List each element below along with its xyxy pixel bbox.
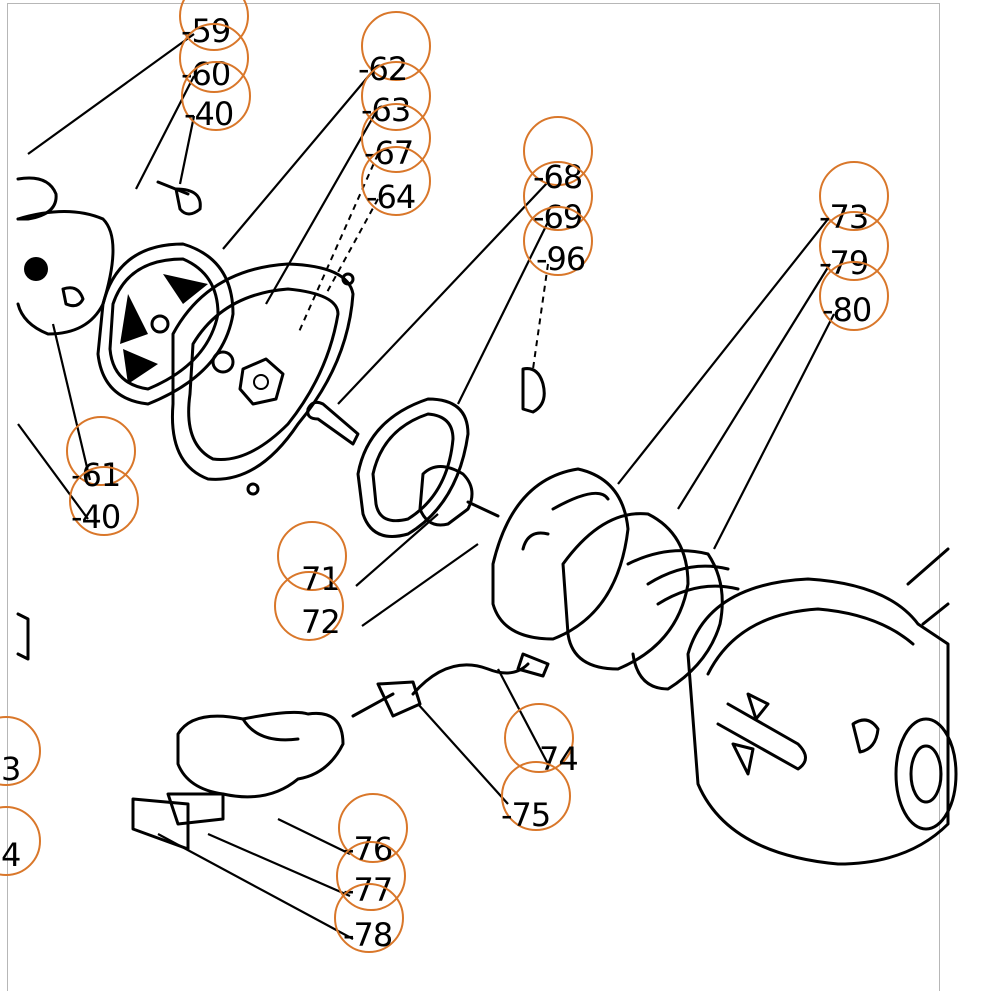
callout-marker-64[interactable]: [361, 146, 431, 216]
leader-lines: [17, 33, 835, 940]
diagram-frame: -59-60-40-62-63-67-64-68-69-96-73-79-80-…: [0, 0, 958, 991]
callout-label-40b: -40: [71, 498, 121, 536]
sensor-cable: [351, 652, 550, 718]
bracket: [131, 710, 345, 851]
motor-body: [686, 547, 958, 866]
callout-marker-96[interactable]: [523, 206, 593, 276]
callout-marker-72[interactable]: [274, 571, 344, 641]
callout-marker-40a[interactable]: [181, 61, 251, 131]
callout-label-4: 4: [1, 836, 21, 874]
rotor-disc: [96, 242, 235, 406]
cover-plate: [170, 262, 355, 496]
impeller: [356, 367, 546, 538]
callout-label-3: 3: [1, 750, 21, 788]
callout-label-72: 72: [301, 603, 341, 641]
exploded-parts-drawing: [16, 33, 958, 940]
callout-label-75: -75: [501, 796, 551, 834]
callout-label-64: -64: [366, 178, 416, 216]
callout-label-40a: -40: [184, 95, 234, 133]
callout-marker-75[interactable]: [501, 761, 571, 831]
callout-label-96: -96: [536, 240, 586, 278]
callout-label-78: -78: [343, 916, 393, 954]
callout-label-80: -80: [822, 291, 872, 329]
screw-40: [156, 180, 202, 216]
callout-marker-80[interactable]: [819, 261, 889, 331]
callout-marker-40b[interactable]: [69, 466, 139, 536]
seal-flange: [491, 467, 740, 691]
bolt: [306, 400, 360, 446]
callout-marker-78[interactable]: [334, 883, 404, 953]
